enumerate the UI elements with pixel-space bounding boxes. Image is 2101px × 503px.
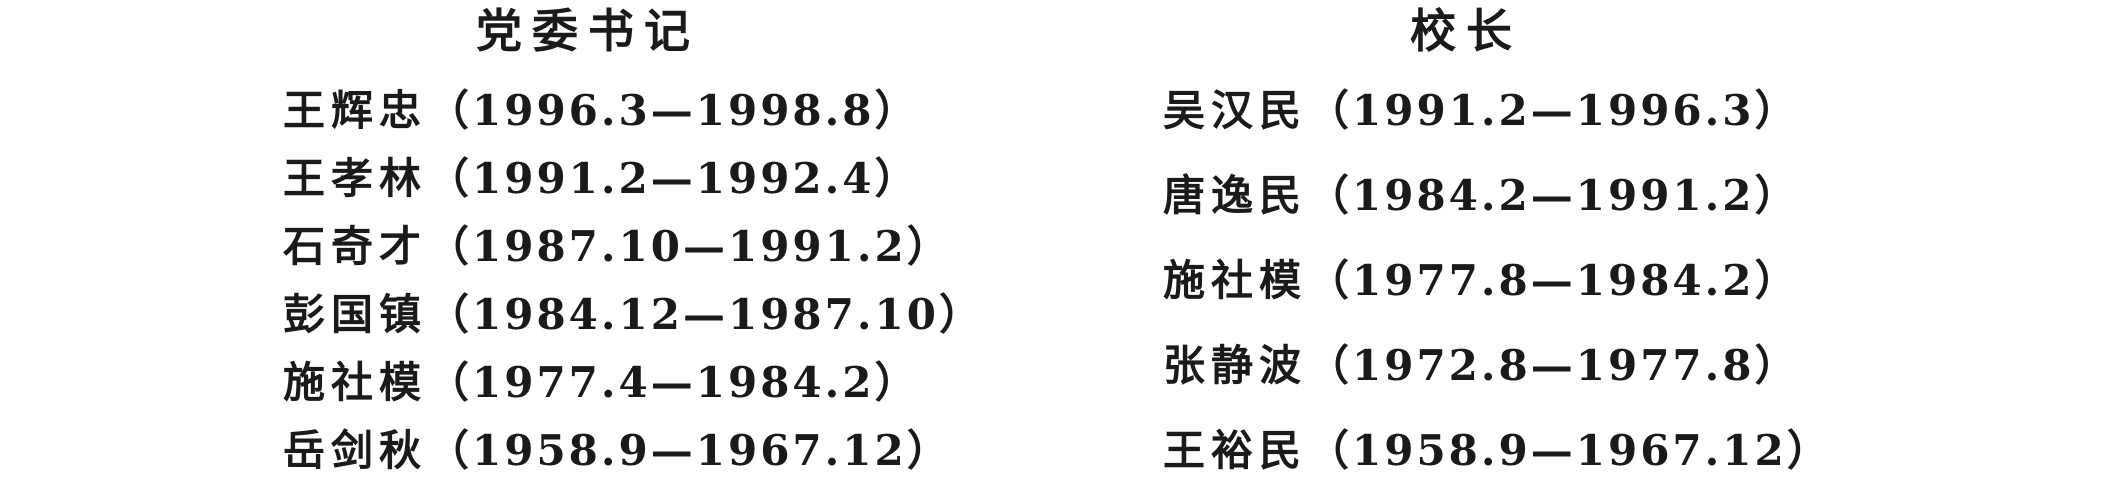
president-entry: 王裕民（1958.9—1967.12） (1163, 430, 1832, 472)
secretary-entry: 王孝林（1991.2—1992.4） (283, 158, 920, 200)
president-entry: 施社模（1977.8—1984.2） (1163, 260, 1800, 302)
entry-name: 施社模 (1163, 256, 1308, 305)
entry-period: （1984.12—1987.10） (427, 290, 984, 339)
entry-period: （1958.9—1967.12） (427, 426, 952, 475)
entry-period: （1984.2—1991.2） (1307, 171, 1800, 220)
entry-name: 石奇才 (283, 222, 428, 271)
president-entry: 唐逸民（1984.2—1991.2） (1163, 175, 1800, 217)
entry-period: （1977.4—1984.2） (427, 358, 920, 407)
entry-period: （1987.10—1991.2） (427, 222, 952, 271)
entry-name: 施社模 (283, 358, 428, 407)
entry-period: （1991.2—1996.3） (1307, 86, 1800, 135)
secretary-entry: 彭国镇（1984.12—1987.10） (283, 294, 984, 336)
entry-name: 王裕民 (1163, 426, 1308, 475)
entry-period: （1991.2—1992.4） (427, 154, 920, 203)
entry-name: 王孝林 (283, 154, 428, 203)
entry-period: （1972.8—1977.8） (1307, 341, 1800, 390)
party-secretaries-heading: 党委书记 (476, 4, 700, 58)
entry-name: 岳剑秋 (283, 426, 428, 475)
entry-period: （1958.9—1967.12） (1307, 426, 1832, 475)
president-entry: 张静波（1972.8—1977.8） (1163, 345, 1800, 387)
president-entry: 吴汉民（1991.2—1996.3） (1163, 90, 1800, 132)
entry-name: 张静波 (1163, 341, 1308, 390)
secretary-entry: 岳剑秋（1958.9—1967.12） (283, 430, 952, 472)
entry-period: （1996.3—1998.8） (427, 86, 920, 135)
secretary-entry: 施社模（1977.4—1984.2） (283, 362, 920, 404)
presidents-heading: 校长 (1410, 4, 1522, 58)
entry-period: （1977.8—1984.2） (1307, 256, 1800, 305)
entry-name: 唐逸民 (1163, 171, 1308, 220)
entry-name: 王辉忠 (283, 86, 428, 135)
entry-name: 彭国镇 (283, 290, 428, 339)
secretary-entry: 王辉忠（1996.3—1998.8） (283, 90, 920, 132)
entry-name: 吴汉民 (1163, 86, 1308, 135)
secretary-entry: 石奇才（1987.10—1991.2） (283, 226, 952, 268)
